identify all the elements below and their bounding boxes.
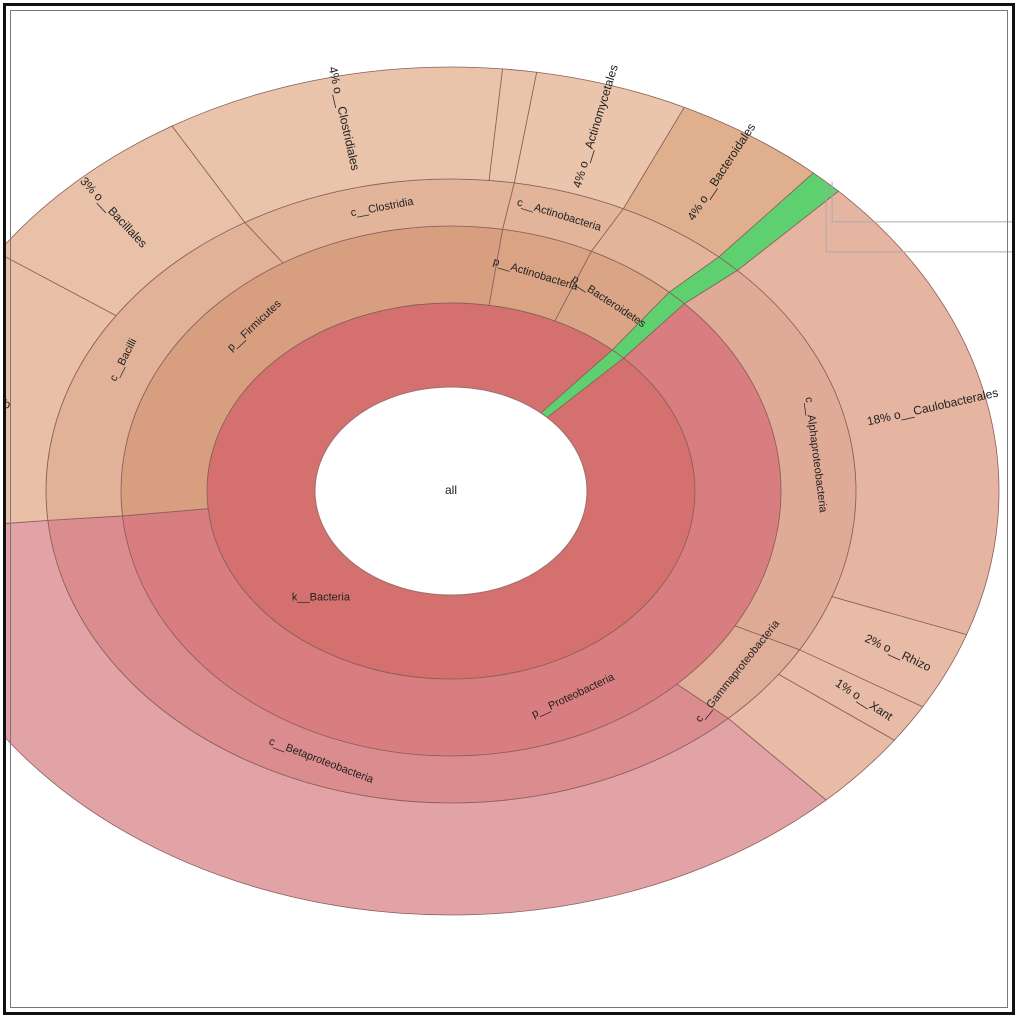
wedge-order-11[interactable] (718, 172, 840, 271)
center-hole[interactable] (314, 386, 588, 596)
chart-wedges (3, 66, 1000, 916)
wedge-order-5[interactable] (3, 253, 117, 531)
center-label[interactable]: all (445, 483, 457, 497)
wedge-order-4[interactable] (3, 519, 827, 916)
leader-line-1 (831, 181, 1012, 223)
krona-chart: k__Bacteriap__Proteobacteriap__Firmicute… (3, 63, 1012, 916)
leader-line-0 (825, 181, 1012, 253)
label-kingdom-0: k__Bacteria (292, 591, 351, 603)
wedge-order-0[interactable] (736, 190, 1000, 636)
leader-lines (825, 181, 1012, 253)
